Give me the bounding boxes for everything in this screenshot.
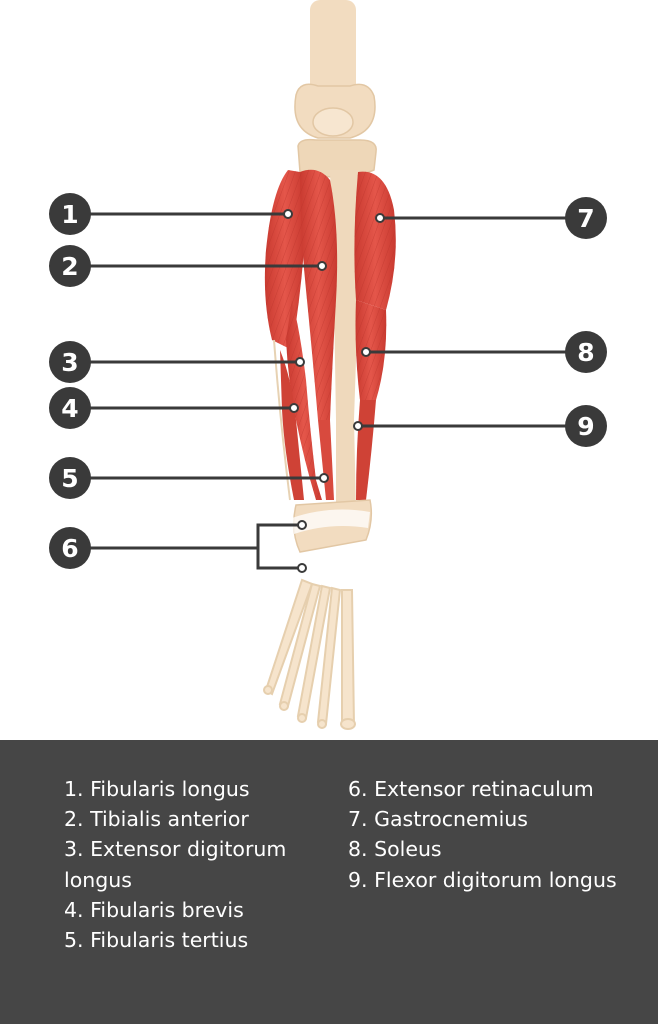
marker-8: 8 [565, 331, 607, 373]
femur-bone [294, 0, 376, 139]
extensor-digitorum-longus-muscle [286, 300, 322, 500]
legend-item: 9. Flexor digitorum longus [348, 867, 617, 892]
legend-column-right: 6. Extensor retinaculum 7. Gastrocnemius… [348, 774, 638, 895]
fibula-outline [273, 339, 291, 501]
inferior-retinaculum [300, 556, 362, 580]
ankle-bones [292, 499, 373, 580]
svg-text:6: 6 [61, 534, 78, 563]
legend-panel: 1. Fibularis longus 2. Tibialis anterior… [0, 740, 658, 1024]
tibia-bone [330, 170, 360, 512]
fibularis-tertius-muscle [318, 420, 334, 500]
legend-item: 8. Soleus [348, 837, 442, 862]
foot-bones [263, 578, 356, 730]
marker-6: 6 [49, 527, 91, 569]
marker-3: 3 [49, 341, 91, 383]
leg-muscle-diagram: 1 2 3 4 5 6 7 8 9 [49, 0, 607, 730]
legend-item: 5. Fibularis tertius [64, 928, 249, 953]
fibularis-brevis-muscle [280, 350, 304, 500]
fibularis-longus-muscle [264, 170, 305, 350]
marker-7: 7 [565, 197, 607, 239]
legend-item: 2. Tibialis anterior [64, 807, 249, 832]
legend-item: 3. Extensor digitorum longus [64, 837, 287, 892]
svg-text:8: 8 [577, 338, 594, 367]
soleus-muscle [355, 300, 387, 400]
svg-text:1: 1 [61, 200, 78, 229]
marker-2: 2 [49, 245, 91, 287]
marker-5: 5 [49, 457, 91, 499]
legend-item: 1. Fibularis longus [64, 777, 250, 801]
gastrocnemius-muscle [354, 171, 396, 310]
marker-9: 9 [565, 405, 607, 447]
svg-text:9: 9 [577, 412, 594, 441]
superior-retinaculum [292, 509, 370, 534]
legend-item: 4. Fibularis brevis [64, 897, 244, 922]
legend-column-left: 1. Fibularis longus 2. Tibialis anterior… [64, 774, 326, 955]
legend-item: 7. Gastrocnemius [348, 807, 528, 832]
leader-lines [90, 209, 566, 573]
marker-1: 1 [49, 193, 91, 235]
legend-item: 6. Extensor retinaculum [348, 777, 594, 801]
marker-4: 4 [49, 387, 91, 429]
svg-text:2: 2 [61, 252, 78, 281]
svg-text:4: 4 [61, 394, 78, 423]
tibialis-anterior-muscle [300, 169, 338, 420]
flexor-digitorum-longus-muscle [356, 400, 376, 500]
svg-text:3: 3 [61, 348, 78, 377]
svg-text:5: 5 [61, 464, 78, 493]
svg-text:7: 7 [577, 204, 594, 233]
